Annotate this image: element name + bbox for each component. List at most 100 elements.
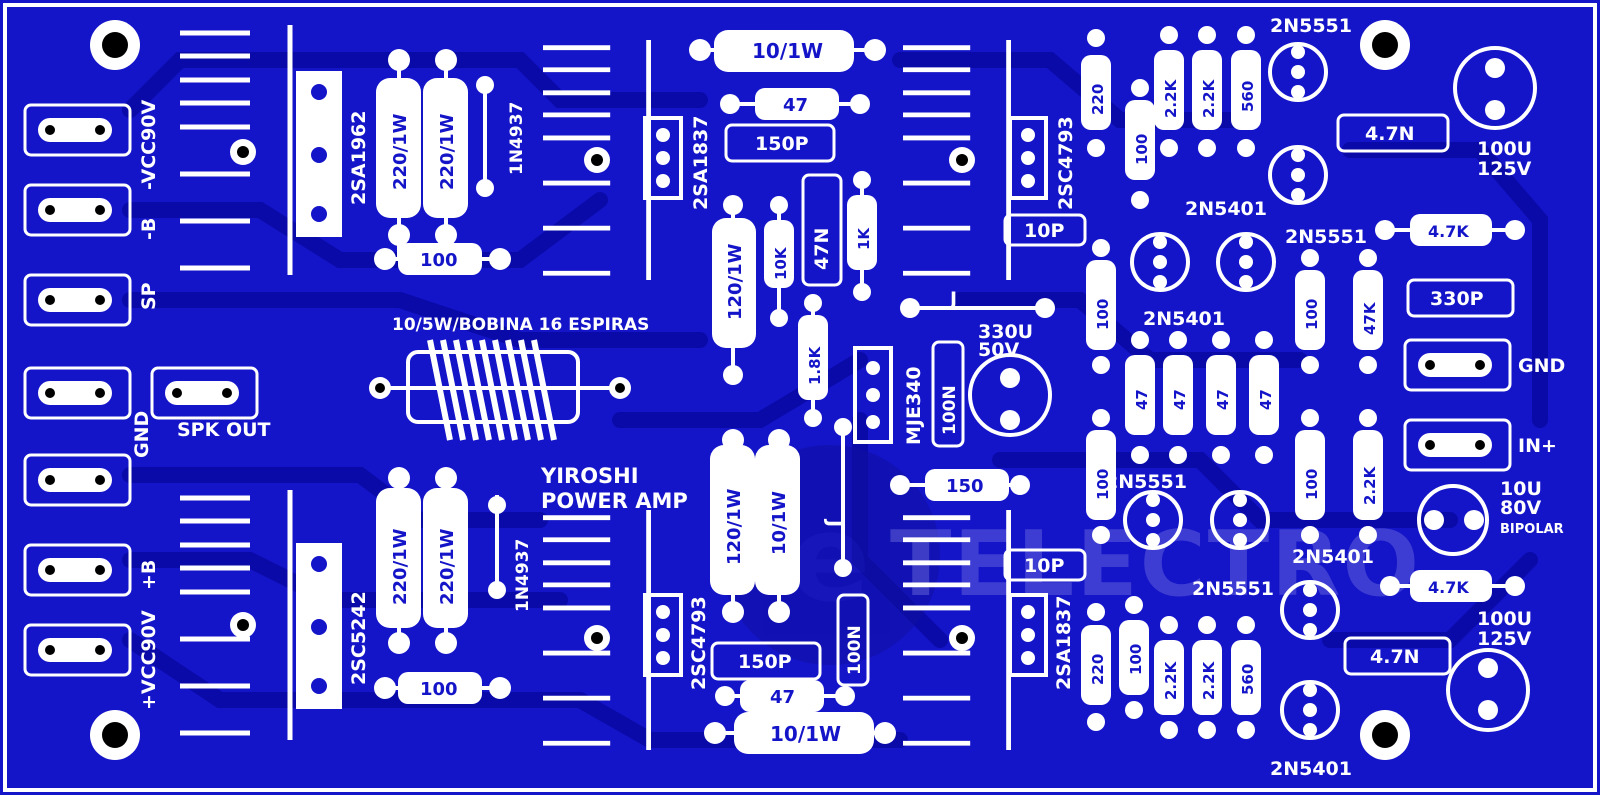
r-47k: 47K xyxy=(1361,301,1379,335)
c-100u-top-voltage: 125V xyxy=(1477,158,1532,180)
c-330u-value: 330U xyxy=(978,321,1033,343)
q-2n5401-d-label: 2N5401 xyxy=(1270,758,1352,780)
q-2sc5242-label: 2SC5242 xyxy=(348,591,370,685)
c-100n-a: 100N xyxy=(940,385,960,435)
r-220-1w-c: 220/1W xyxy=(390,528,411,605)
terminal-pad-holes xyxy=(45,125,1485,655)
r-2-2k-a: 2.2K xyxy=(1162,78,1180,118)
r-2-2k-c: 2.2K xyxy=(1361,465,1379,505)
gnd-label: GND xyxy=(131,411,153,458)
output-coil xyxy=(369,339,631,441)
q-2n5551-d-label: 2N5551 xyxy=(1192,578,1274,600)
q-2n5401-b-label: 2N5401 xyxy=(1143,308,1225,330)
small-capacitors xyxy=(710,113,1515,687)
q-2n5551-b-label: 2N5551 xyxy=(1285,226,1367,248)
vcc-pos-label: +VCC90V xyxy=(138,610,160,710)
c-330p: 330P xyxy=(1430,288,1484,310)
r-47-d: 47 xyxy=(1257,389,1275,410)
jumper-top-label: J xyxy=(948,288,957,310)
b-neg-label: -B xyxy=(138,218,160,240)
q-2n5551-a-label: 2N5551 xyxy=(1270,15,1352,37)
r-4-7k-b: 4.7K xyxy=(1428,578,1469,597)
r-120-1w-a: 120/1W xyxy=(725,243,746,320)
q-2sa1837-bottom-label: 2SA1837 xyxy=(1053,596,1075,691)
r-2-2k-b: 2.2K xyxy=(1200,78,1218,118)
r-1k: 1K xyxy=(855,227,873,250)
board-title-line1: YIROSHI xyxy=(540,464,639,488)
r-220-top: 220 xyxy=(1089,84,1107,115)
q-2sa1962-label: 2SA1962 xyxy=(348,111,370,206)
b-pos-label: +B xyxy=(138,560,160,590)
vcc-neg-label: -VCC90V xyxy=(138,99,160,190)
c-10u-value: 10U xyxy=(1500,478,1542,500)
r-220-1w-b: 220/1W xyxy=(437,113,458,190)
input-gnd-label: GND xyxy=(1518,355,1565,377)
electrolytic-pads xyxy=(1000,58,1505,720)
small-pads xyxy=(374,26,1525,744)
c-100n-b: 100N xyxy=(845,625,865,675)
q-2n5551-c-label: 2N5551 xyxy=(1105,471,1187,493)
r-220-1w-d: 220/1W xyxy=(437,528,458,605)
r-150: 150 xyxy=(946,476,984,497)
r-10-1w-mid: 10/1W xyxy=(769,491,790,555)
c-10p-bottom: 10P xyxy=(1024,555,1064,577)
c-330u-voltage: 50V xyxy=(978,339,1019,361)
d-bottom-label: 1N4937 xyxy=(513,539,533,612)
r-10-1w-top: 10/1W xyxy=(752,39,823,63)
r-1-8k: 1.8K xyxy=(806,345,824,385)
heatsinks xyxy=(180,25,1009,750)
r-120-1w-b: 120/1W xyxy=(724,488,745,565)
coil-label: 10/5W/BOBINA 16 ESPIRAS xyxy=(392,315,649,335)
c-100u-top-value: 100U xyxy=(1477,138,1532,160)
q-mje340-label: MJE340 xyxy=(903,366,925,445)
electrolytic-capacitors xyxy=(968,46,1537,732)
resistor-bodies xyxy=(376,50,1383,715)
r-100-c: 100 xyxy=(1133,134,1151,165)
component-leads xyxy=(385,48,1515,735)
c-47n: 47N xyxy=(811,228,833,270)
r-220-1w-a: 220/1W xyxy=(390,113,411,190)
to92-transistors xyxy=(1123,42,1340,740)
r-47-b: 47 xyxy=(1171,389,1189,410)
c-100u-bottom-voltage: 125V xyxy=(1477,628,1532,650)
r-10k: 10K xyxy=(772,246,790,280)
spk-out-label: SPK OUT xyxy=(177,419,271,441)
capacitor-values: 150P 47N 10P 100N 330U 50V 10P 150P 100N… xyxy=(738,123,1564,675)
r-10-1w-bottom: 10/1W xyxy=(770,722,841,746)
watermark-text: TELECTRO xyxy=(890,512,1421,617)
r-100-f: 100 xyxy=(1303,299,1321,330)
c-150p-top: 150P xyxy=(755,133,809,155)
c-10p-top: 10P xyxy=(1024,220,1064,242)
r-4-7k-a: 4.7K xyxy=(1428,222,1469,241)
q-2n5401-a-label: 2N5401 xyxy=(1185,198,1267,220)
r-100-g: 100 xyxy=(1303,469,1321,500)
jumper-mid-label: J xyxy=(823,518,845,527)
q-2sc4793-bottom-label: 2SC4793 xyxy=(688,596,710,690)
r-2-2k-e: 2.2K xyxy=(1200,660,1218,700)
small-power-pads xyxy=(656,128,1035,665)
r-47-bottom: 47 xyxy=(770,687,795,708)
c-150p-bottom: 150P xyxy=(738,651,792,673)
resistor-values: 220/1W 220/1W 220/1W 220/1W 100 100 10/1… xyxy=(390,39,1469,746)
r-2-2k-d: 2.2K xyxy=(1162,660,1180,700)
silkscreen-labels: 10/5W/BOBINA 16 ESPIRAS YIROSHI POWER AM… xyxy=(131,15,1565,780)
mounting-holes xyxy=(90,20,1410,760)
r-560-top: 560 xyxy=(1239,81,1257,112)
c-4-7n-bottom: 4.7N xyxy=(1370,646,1420,668)
sp-label: SP xyxy=(138,282,160,310)
r-100-h: 100 xyxy=(1127,644,1145,675)
q-2sa1837-top-label: 2SA1837 xyxy=(690,116,712,211)
r-100-e: 100 xyxy=(1094,469,1112,500)
svg-text:e: e xyxy=(789,490,870,629)
r-47-a: 47 xyxy=(1133,389,1151,410)
board-outline xyxy=(3,3,1597,792)
to92-pads xyxy=(1146,45,1317,737)
input-in-plus-label: IN+ xyxy=(1518,435,1557,457)
terminal-blocks xyxy=(23,103,1512,677)
svg-text:TELECTRO: TELECTRO xyxy=(890,512,1421,617)
d-top-label: 1N4937 xyxy=(507,102,527,175)
c-4-7n-top: 4.7N xyxy=(1365,123,1415,145)
r-560-bottom: 560 xyxy=(1239,664,1257,695)
q-2n5401-c-label: 2N5401 xyxy=(1292,546,1374,568)
